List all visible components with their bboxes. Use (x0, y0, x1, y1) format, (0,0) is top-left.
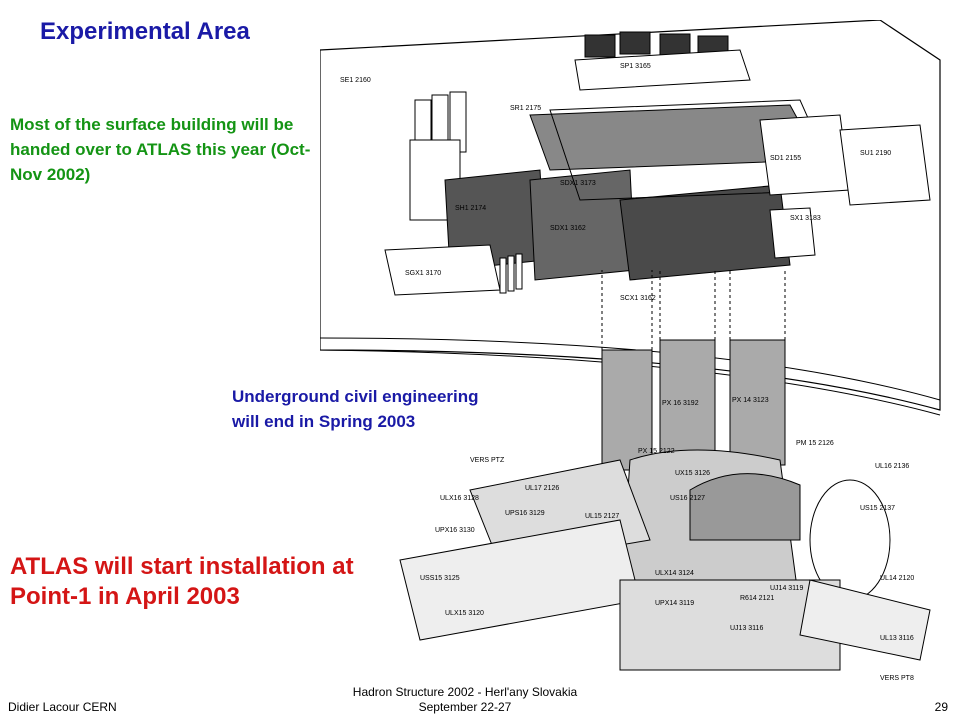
label-sd1: SD1 2155 (770, 155, 801, 162)
label-uj13: UJ13 3116 (730, 625, 763, 632)
surface-buildings (384, 99, 931, 296)
gas-tanks (409, 91, 467, 221)
label-ups16: UPS16 3129 (505, 510, 545, 517)
label-uj14: UJ14 3119 (770, 585, 803, 592)
label-sdx: SDX1 3162 (550, 225, 586, 232)
label-uss15: USS15 3125 (420, 575, 460, 582)
label-sdx-top: SDX1 3173 (560, 180, 596, 187)
label-sr1: SR1 2175 (510, 105, 541, 112)
label-us16: US16 2127 (670, 495, 705, 502)
footer-author: Didier Lacour CERN (8, 700, 117, 714)
slide-title: Experimental Area (40, 18, 250, 45)
label-ulx14: ULX14 3124 (655, 570, 694, 577)
underground-caverns (399, 449, 931, 671)
footer-conference-name: Hadron Structure 2002 - Herl'any Slovaki… (352, 685, 578, 699)
label-px16: PX 16 3192 (662, 400, 699, 407)
surface-building-note: Most of the surface building will be han… (10, 115, 311, 184)
label-vers-ptz: VERS PTZ (470, 457, 505, 464)
experimental-area-diagram: SP1 3165 SE1 2160 SR1 2175 SDX1 3173 SH1… (320, 20, 941, 682)
access-shafts (601, 270, 786, 471)
label-ul16: UL16 2136 (875, 463, 909, 470)
cooling-towers (574, 31, 751, 91)
underground-note: Underground civil engineering will end i… (232, 387, 479, 431)
label-upx14: UPX14 3119 (655, 600, 694, 607)
label-ul17: UL17 2126 (525, 485, 559, 492)
footer-conference: Hadron Structure 2002 - Herl'any Slovaki… (330, 685, 600, 715)
label-sgx: SGX1 3170 (405, 270, 441, 277)
footer-conference-dates: September 22-27 (418, 700, 512, 714)
label-ulx15: ULX15 3120 (445, 610, 484, 617)
label-ul13: UL13 3116 (880, 635, 914, 642)
label-upx16: UPX16 3130 (435, 527, 475, 534)
label-r614: R614 2121 (740, 595, 774, 602)
label-px15: PX 15 2122 (638, 448, 675, 455)
label-us15: US15 2137 (860, 505, 895, 512)
label-sx1: SX1 3183 (790, 215, 821, 222)
diagram-labels: SP1 3165 SE1 2160 SR1 2175 SDX1 3173 SH1… (340, 63, 914, 682)
label-ul14: UL14 2120 (880, 575, 914, 582)
label-se1: SE1 2160 (340, 77, 371, 84)
label-px14: PX 14 3123 (732, 397, 769, 404)
label-vers-pt8: VERS PT8 (880, 675, 914, 682)
label-scx: SCX1 3162 (620, 295, 656, 302)
label-ulx16: ULX16 3128 (440, 495, 479, 502)
label-ul15: UL15 2127 (585, 513, 619, 520)
label-sh1: SH1 2174 (455, 205, 486, 212)
label-pm15: PM 15 2126 (796, 440, 834, 447)
page-number: 29 (934, 700, 948, 714)
label-sp1: SP1 3165 (620, 63, 651, 70)
installation-note: ATLAS will start installation at Point-1… (10, 553, 354, 610)
label-ux15: UX15 3126 (675, 470, 710, 477)
label-su1: SU1 2190 (860, 150, 891, 157)
